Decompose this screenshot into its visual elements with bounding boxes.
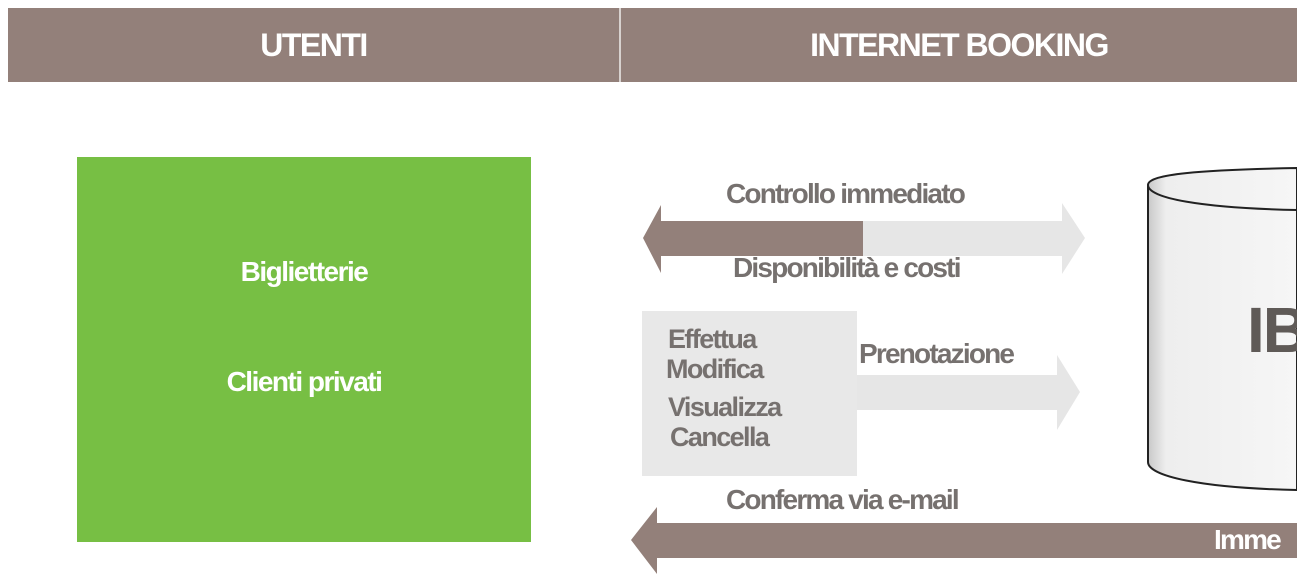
user-clienti-privati: Clienti privati (226, 366, 383, 397)
control-arrow-left-part (643, 205, 863, 273)
header-internet-booking-title: INTERNET BOOKING (810, 26, 1109, 63)
confirm-arrow (631, 507, 1297, 574)
action-modifica: Modifica (666, 354, 764, 384)
action-visualizza: Visualizza (668, 392, 782, 422)
label-imme-cut: Imme (1214, 524, 1282, 555)
database-label: IB (1247, 294, 1297, 366)
action-effettua: Effettua (668, 324, 757, 354)
header-utenti-title: UTENTI (260, 26, 368, 63)
database-cylinder (1147, 166, 1297, 492)
label-disponibilita-costi: Disponibilità e costi (733, 252, 961, 283)
booking-arrow (857, 355, 1080, 430)
label-conferma-email: Conferma via e-mail (726, 484, 960, 515)
actions-box: Effettua Modifica Visualizza Cancella (642, 311, 857, 476)
label-controllo-immediato: Controllo immediato (726, 178, 966, 209)
user-biglietterie: Biglietterie (240, 256, 369, 287)
action-cancella: Cancella (670, 422, 770, 452)
label-prenotazione: Prenotazione (859, 338, 1015, 369)
header-divider (619, 8, 621, 82)
header-internet-booking: INTERNET BOOKING (621, 8, 1297, 82)
control-arrow-right-part (862, 203, 1085, 274)
header-utenti: UTENTI (8, 8, 619, 82)
users-box: Biglietterie Clienti privati (77, 157, 531, 542)
